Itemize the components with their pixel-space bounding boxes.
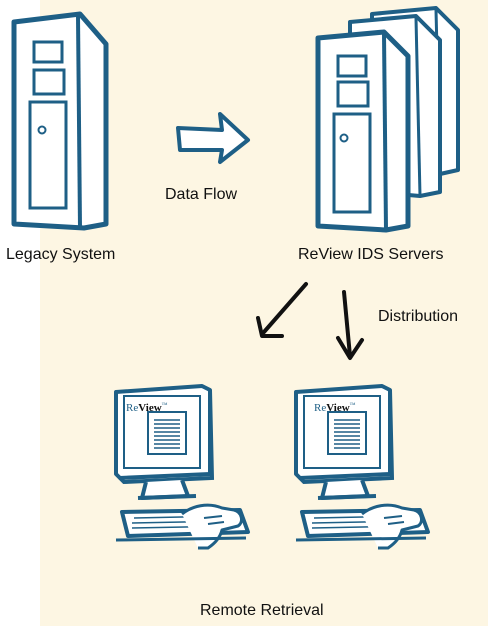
label-review-ids-servers: ReView IDS Servers: [298, 246, 444, 263]
brand-trademark: ™: [349, 402, 356, 409]
brand-trademark: ™: [161, 402, 168, 409]
brand-view: View: [326, 402, 350, 414]
label-distribution: Distribution: [378, 308, 459, 325]
label-data-flow: Data Flow: [165, 186, 238, 203]
data-flow-arrow: [176, 112, 250, 164]
legacy-server-icon: [11, 11, 109, 231]
brand-re: Re: [314, 402, 327, 414]
review-ids-servers-icon: [315, 6, 460, 233]
brand-view: View: [138, 402, 162, 414]
screen-logo-left: ReView™: [126, 402, 168, 414]
distribution-arrow-left: [256, 282, 308, 338]
label-remote-retrieval: Remote Retrieval: [200, 602, 324, 619]
label-legacy-system: Legacy System: [6, 246, 116, 263]
screen-logo-right: ReView™: [314, 402, 356, 414]
brand-re: Re: [126, 402, 139, 414]
distribution-arrow-right: [336, 290, 364, 360]
